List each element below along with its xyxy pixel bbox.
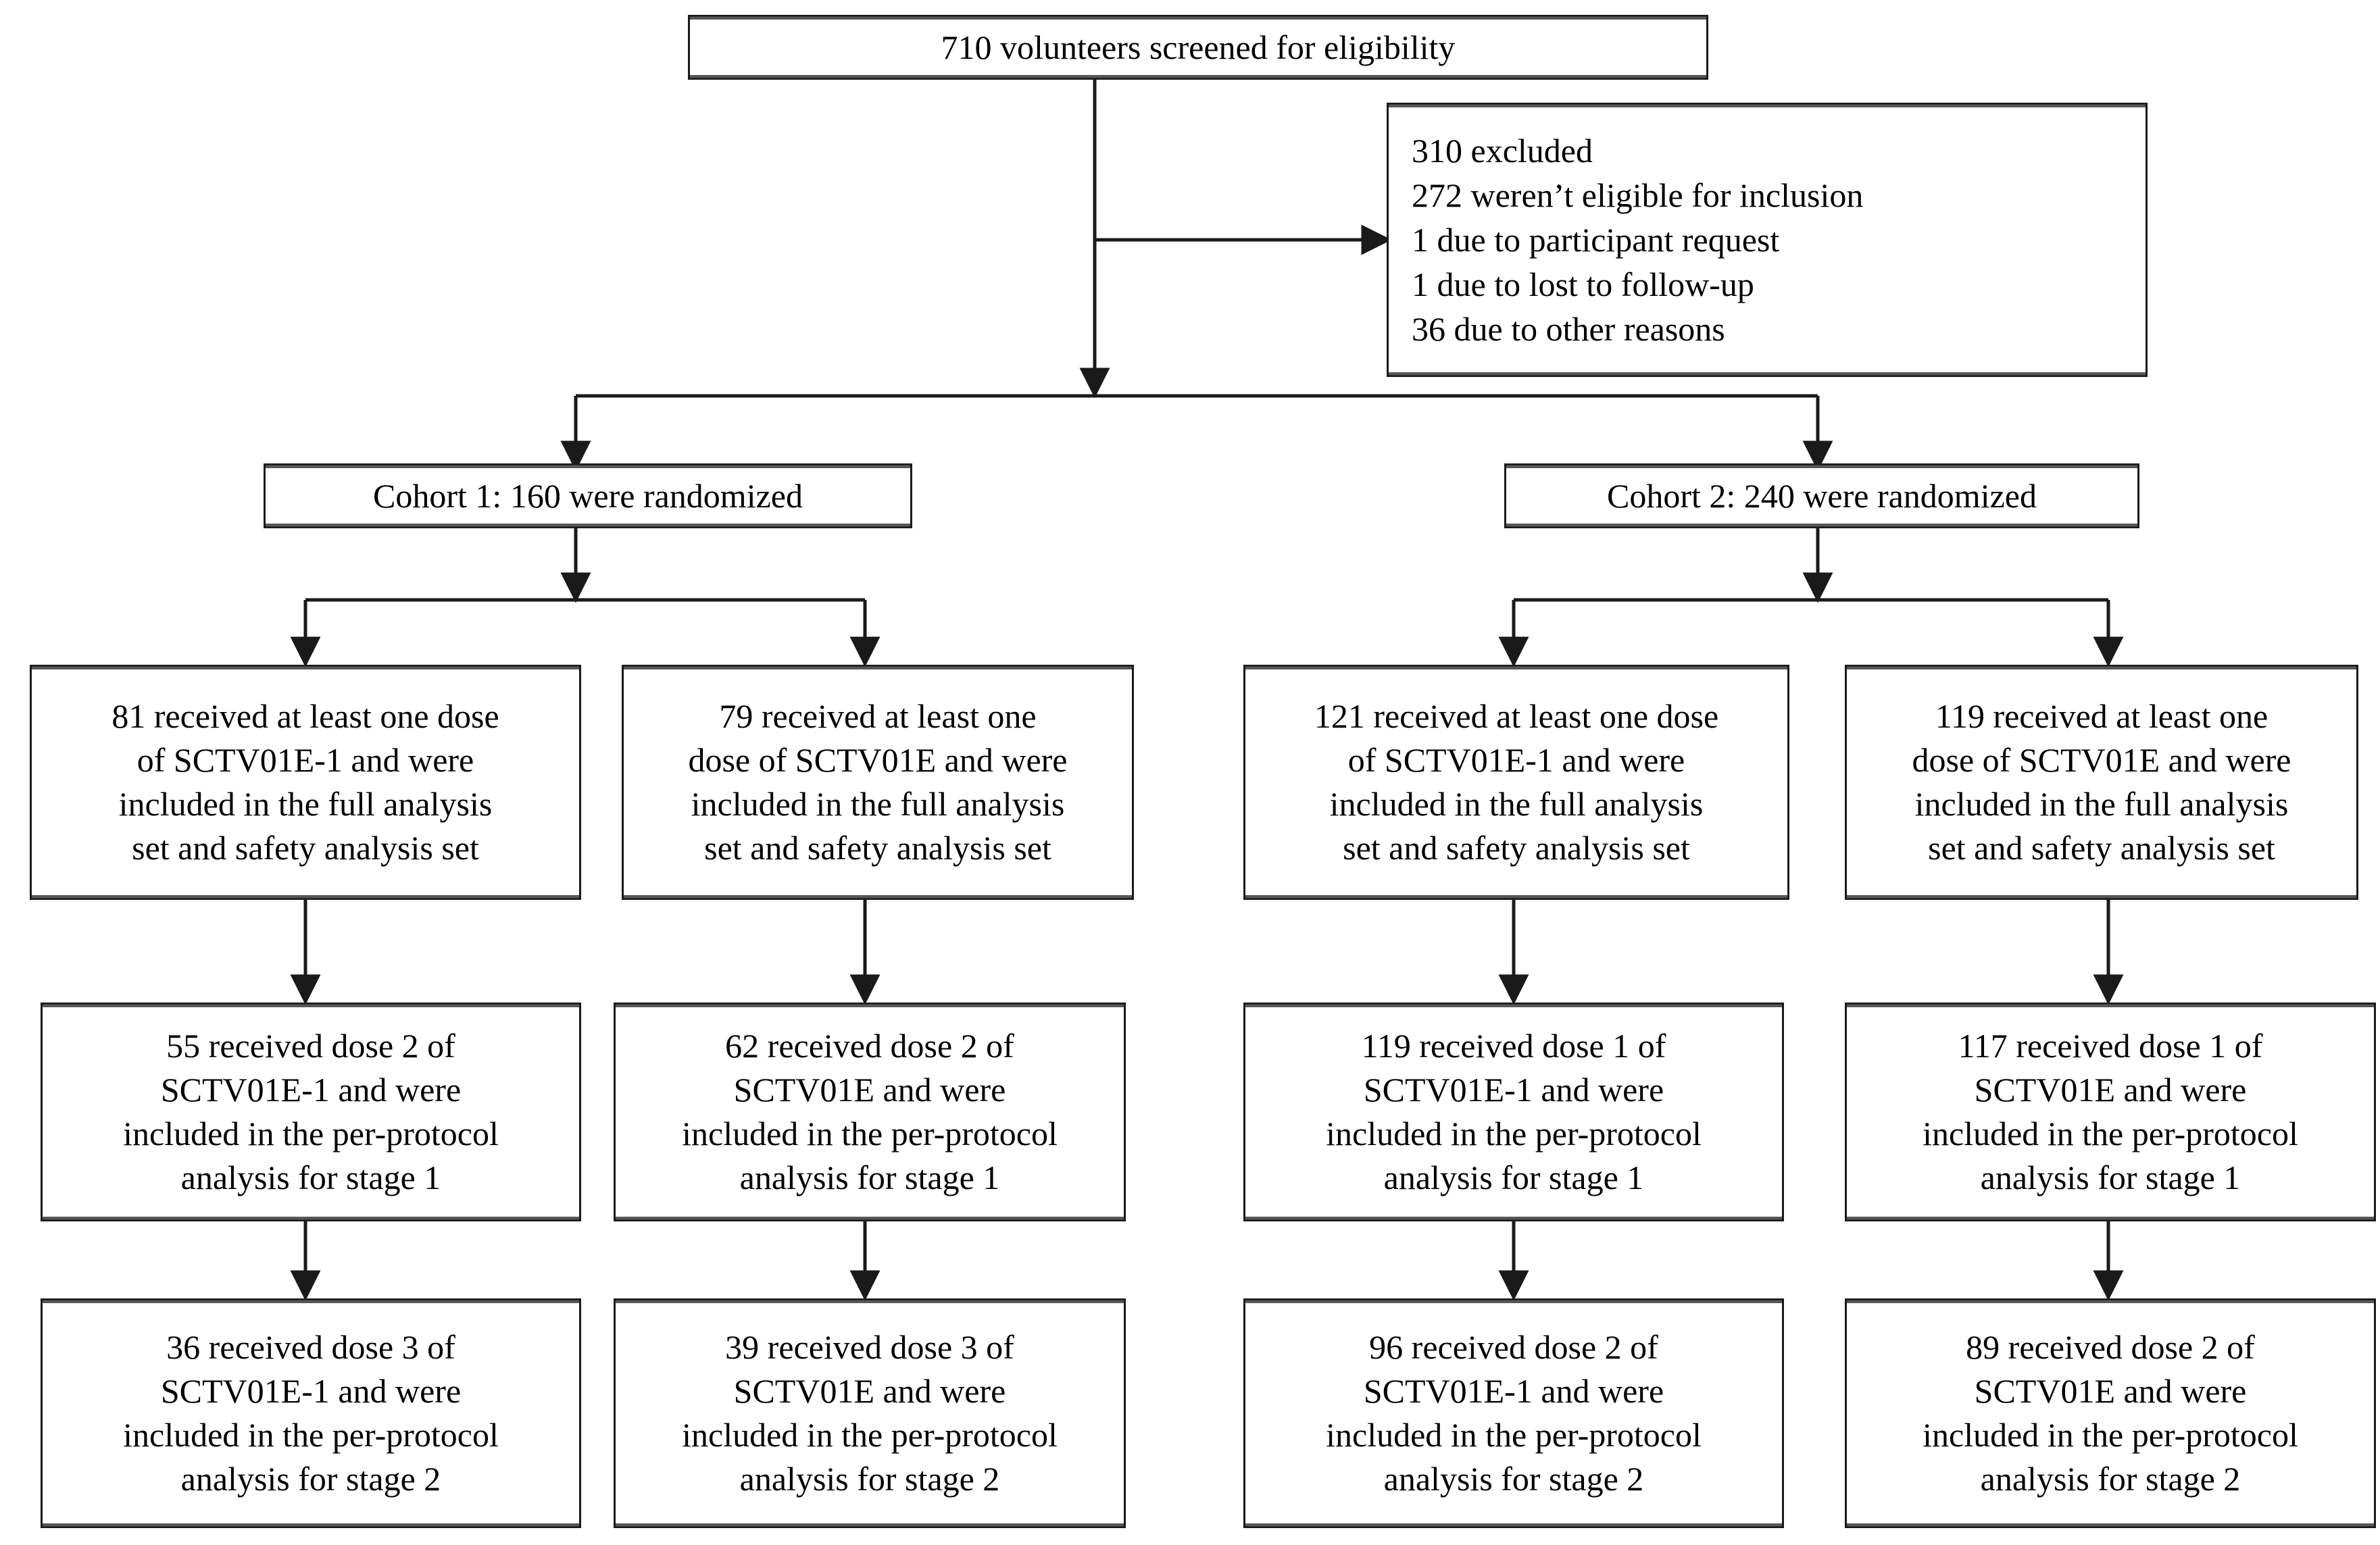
node-c1b-row1: 79 received at least one dose of SCTV01E… [622, 665, 1134, 900]
node-c1b-row3: 39 received dose 3 of SCTV01E and were i… [614, 1298, 1126, 1528]
node-c2a-row2-label: 119 received dose 1 of SCTV01E-1 and wer… [1326, 1027, 1702, 1196]
node-c2b-row3-label: 89 received dose 2 of SCTV01E and were i… [1923, 1328, 2298, 1498]
node-c1a-row3-label: 36 received dose 3 of SCTV01E-1 and were… [123, 1328, 499, 1498]
node-c1a-row1: 81 received at least one dose of SCTV01E… [30, 665, 581, 900]
node-c2a-row3-label: 96 received dose 2 of SCTV01E-1 and were… [1326, 1328, 1702, 1498]
node-c1b-row2-label: 62 received dose 2 of SCTV01E and were i… [682, 1027, 1058, 1196]
node-c1b-row3-label: 39 received dose 3 of SCTV01E and were i… [682, 1328, 1058, 1498]
node-excluded-label: 310 excluded 272 weren’t eligible for in… [1412, 132, 1864, 348]
node-c1b-row1-label: 79 received at least one dose of SCTV01E… [688, 697, 1068, 867]
node-cohort-2: Cohort 2: 240 were randomized [1504, 463, 2139, 528]
node-cohort-1: Cohort 1: 160 were randomized [264, 463, 912, 528]
node-c1a-row2-label: 55 received dose 2 of SCTV01E-1 and were… [123, 1027, 499, 1196]
node-c2b-row2-label: 117 received dose 1 of SCTV01E and were … [1923, 1027, 2298, 1196]
node-c1a-row2: 55 received dose 2 of SCTV01E-1 and were… [41, 1003, 581, 1221]
node-screened-label: 710 volunteers screened for eligibility [941, 28, 1456, 66]
node-c2a-row1-label: 121 received at least one dose of SCTV01… [1314, 697, 1719, 867]
node-c2b-row1-label: 119 received at least one dose of SCTV01… [1912, 697, 2291, 867]
node-c2b-row3: 89 received dose 2 of SCTV01E and were i… [1845, 1298, 2376, 1528]
node-c2a-row3: 96 received dose 2 of SCTV01E-1 and were… [1243, 1298, 1784, 1528]
node-c2b-row2: 117 received dose 1 of SCTV01E and were … [1845, 1003, 2376, 1221]
node-c1a-row1-label: 81 received at least one dose of SCTV01E… [111, 697, 499, 867]
node-c2a-row1: 121 received at least one dose of SCTV01… [1243, 665, 1789, 900]
node-cohort-2-label: Cohort 2: 240 were randomized [1607, 476, 2037, 515]
node-cohort-1-label: Cohort 1: 160 were randomized [373, 476, 803, 515]
node-c1a-row3: 36 received dose 3 of SCTV01E-1 and were… [41, 1298, 581, 1528]
node-c2b-row1: 119 received at least one dose of SCTV01… [1845, 665, 2358, 900]
node-c1b-row2: 62 received dose 2 of SCTV01E and were i… [614, 1003, 1126, 1221]
node-screened: 710 volunteers screened for eligibility [688, 15, 1708, 80]
node-excluded: 310 excluded 272 weren’t eligible for in… [1387, 103, 2148, 377]
node-c2a-row2: 119 received dose 1 of SCTV01E-1 and wer… [1243, 1003, 1784, 1221]
